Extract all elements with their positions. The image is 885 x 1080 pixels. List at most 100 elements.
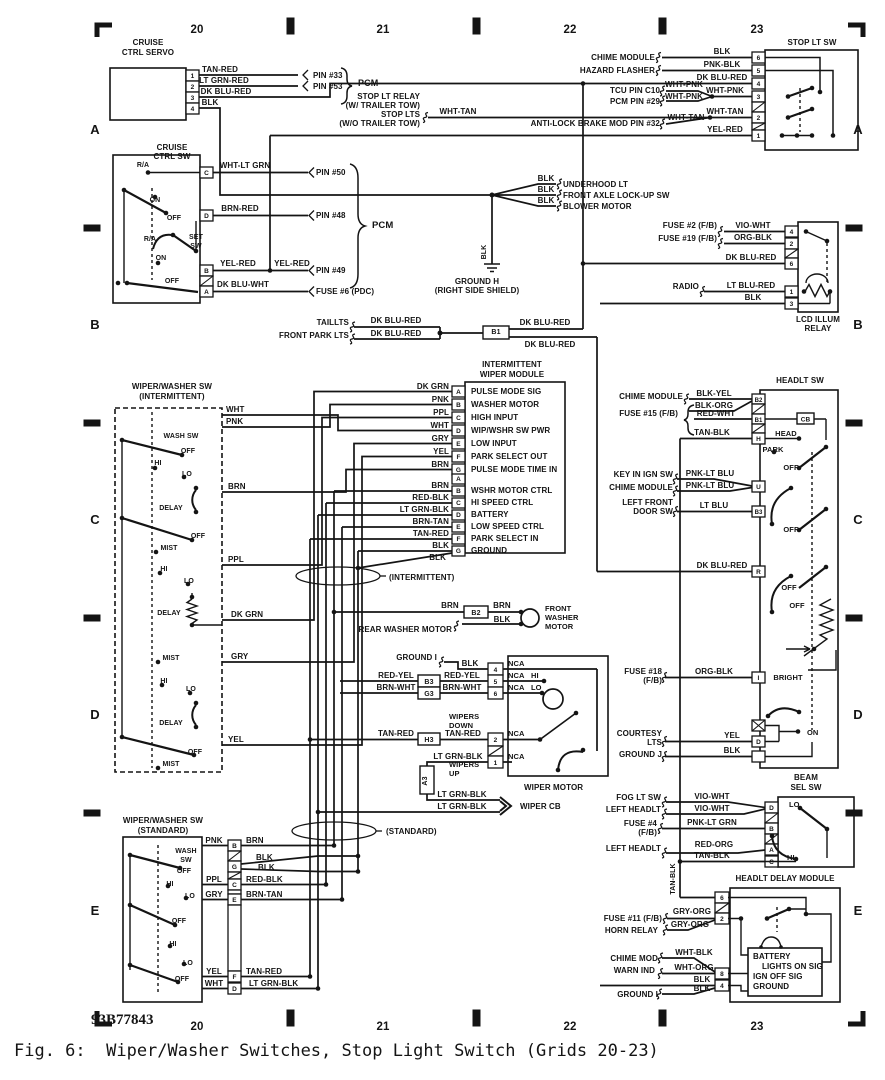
wire-label: LO [184,578,194,585]
wire-label: HI [531,671,539,680]
wire-label: WASHER MOTOR [471,400,539,409]
wire-label: 6 [790,261,794,268]
wire-label: PIN #49 [316,266,346,275]
wire-label: B2 [755,398,763,404]
lcd-illum-relay-title: RELAY [805,324,832,333]
wire-label: TAILLTS [317,318,350,327]
wire-label: BRN [246,836,264,845]
wire-label: GRY-ORG [673,907,711,916]
ground-h-symbol [484,263,500,273]
wire-label: GRY-ORG [671,920,709,929]
wiper-module-title: WIPER MODULE [480,370,545,379]
wire-label: WIPERS [449,760,479,769]
wire-label: B [456,488,461,495]
wire-label: D [769,805,774,812]
wire-label: BRN-TAN [412,517,449,526]
wire-label: GROUND [753,982,789,991]
wire-label: YEL [433,447,449,456]
wire-label: TAN-RED [378,729,414,738]
wire-label: BLK [258,863,275,872]
junction-dots [115,81,836,991]
lcd-coil [804,273,832,299]
wire-label: 3 [757,94,761,101]
wire-label: FUSE #18 [624,667,662,676]
wire-label: LT BLU-RED [727,281,776,290]
wire-label: BLK [256,853,273,862]
stop-lt-sw-title: STOP LT SW [787,38,836,47]
wire-label: PARK SELECT IN [471,534,539,543]
wire-label: (INTERMITTENT) [389,573,455,582]
wire-label: ON [150,197,161,204]
wire-label: GRY [432,434,450,443]
wire-label: 5 [757,68,761,75]
wire-label: DELAY [159,720,183,727]
wire-label: I [758,675,760,682]
wire-label: BLK [745,293,762,302]
wire-label: OFF [167,215,182,222]
wire-label: LEFT HEADLT [606,844,661,853]
wire-label: OFF [165,278,180,285]
wire-label: PCM PIN #29 [610,97,660,106]
wire-label: E [456,524,461,531]
wire-label: TAN-BLK [694,428,730,437]
wire-label: YEL-RED [707,125,743,134]
wire-label: WHT [205,979,224,988]
wire-label: HI [154,460,161,467]
lcd-illum-relay-box [797,221,839,313]
wire-label: PNK [205,836,222,845]
wire-label: REAR WASHER MOTOR [358,625,452,634]
wire-label: HI [166,881,173,888]
wires [199,56,785,995]
wire-label: BLOWER MOTOR [563,202,632,211]
cruise-ctrl-sw-box [112,154,201,304]
wiper-motor-title: WIPER MOTOR [524,783,583,792]
wire-label: RED-WHT [697,409,735,418]
wire-label: LIGHTS ON SIG [762,962,823,971]
wire-label: OFF [781,583,797,592]
grid-column-label: 23 [751,24,764,36]
wire-label: R/A [144,236,156,243]
wire-label: B [769,826,774,833]
wire-label: 1 [191,73,195,80]
wire-label: BRN-WHT [443,683,482,692]
wire-label: WHT-LT GRN [220,161,271,170]
wire-label: LT GRN-BLK [437,790,486,799]
wire-label: PPL [206,875,222,884]
wire-label: HIGH INPUT [471,413,518,422]
pcm-brace-large [349,163,368,289]
wire-label: LTS [647,738,662,747]
wire-label: ANTI-LOCK BRAKE MOD PIN #32 [531,119,661,128]
ground-h: GROUND H [455,277,499,286]
wire-label: BLK [202,98,219,107]
wire-label: WHT [226,405,245,414]
grid-row-label: E [854,903,863,918]
wire-label: RED-YEL [378,671,414,680]
wire-label: BRN [228,482,246,491]
wire-label: LT GRN-BLK [249,979,298,988]
wiper-motor-box [507,655,609,777]
grid-row-label: B [853,317,863,332]
wire-label: PIN #33 [313,71,343,80]
wire-label: TAN-RED [246,967,282,976]
headlt-delay-title: HEADLT DELAY MODULE [735,874,835,883]
grid-row-label: C [853,512,863,527]
grid-column-label: 22 [564,24,577,36]
wire-label: GRY [231,652,249,661]
wire-label: TCU PIN C10 [610,86,660,95]
braces [340,67,695,436]
wire-label: PNK [432,395,449,404]
wire-label: BLK-ORG [695,401,733,410]
wire-label: GROUND J [619,750,662,759]
wire-label: WHT-PNK [665,92,703,101]
wire-label: DK BLU-RED [697,561,748,570]
wire-label: R [756,569,761,576]
wire-label: B3 [755,510,763,516]
cruise-servo-title: CRUISE [133,38,164,47]
wire-label: WHT-BLK [675,948,713,957]
wire-label: 2 [790,241,794,248]
wire-label: LO [531,683,542,692]
wire-label: BRN [431,481,449,490]
wire-label: SW [190,243,202,250]
wire-label: 6 [757,55,761,62]
